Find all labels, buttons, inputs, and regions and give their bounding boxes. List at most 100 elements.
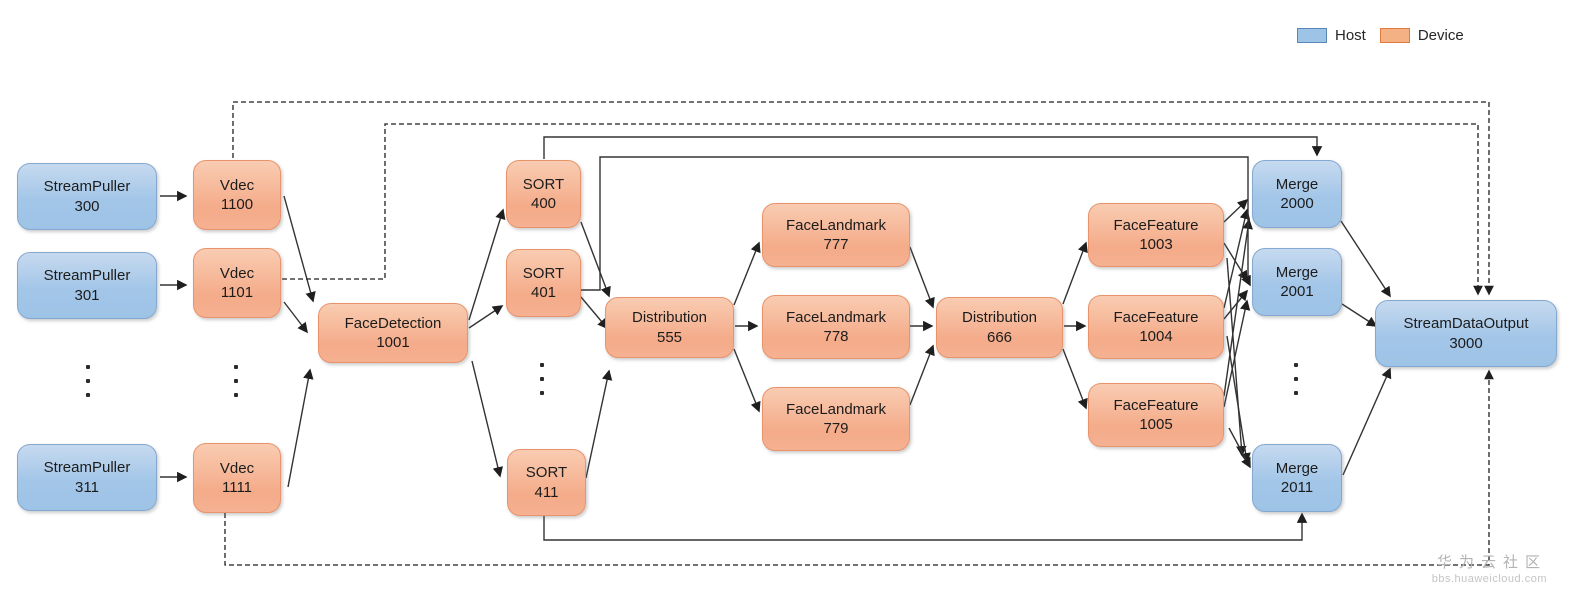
node-facelandmark-778: FaceLandmark 778 (762, 295, 910, 359)
node-label: Distribution (961, 309, 1038, 326)
edge-fd-sort400 (468, 208, 506, 321)
edge-fd-sort401 (468, 305, 504, 329)
node-merge-2000: Merge 2000 (1252, 160, 1342, 228)
node-facelandmark-777: FaceLandmark 777 (762, 203, 910, 267)
legend: Host Device (1297, 27, 1464, 44)
node-label: StreamPuller (43, 178, 131, 195)
node-distribution-555: Distribution 555 (605, 297, 734, 358)
node-id: 411 (534, 483, 559, 501)
node-id: 2011 (1280, 479, 1314, 496)
node-id: 1001 (376, 334, 410, 351)
edge-ff1003-merge2000 (1223, 198, 1249, 223)
node-label: Merge (1275, 459, 1319, 477)
node-label: FaceLandmark (785, 308, 887, 326)
edge-fd-sort411 (471, 360, 503, 478)
node-sort-400: SORT 400 (506, 160, 581, 228)
vertical-ellipsis-icon (86, 365, 90, 397)
node-label: SORT (522, 175, 565, 193)
node-sort-411: SORT 411 (507, 449, 586, 516)
node-label: Vdec (219, 264, 255, 282)
node-merge-2001: Merge 2001 (1252, 248, 1342, 316)
edge-vdec1101-sdo-dashed (282, 123, 1483, 296)
legend-host-label: Host (1335, 27, 1366, 44)
node-id: 1005 (1139, 416, 1173, 433)
edge-sort400-merge2000-loop (543, 136, 1323, 159)
edge-merge2011-sdo (1342, 367, 1392, 476)
node-sort-401: SORT 401 (506, 249, 581, 317)
legend-device: Device (1379, 27, 1464, 44)
node-label: FaceFeature (1113, 308, 1199, 326)
node-id: 3000 (1449, 334, 1483, 352)
node-id: 2000 (1280, 195, 1314, 212)
node-id: 2001 (1280, 283, 1314, 300)
node-facelandmark-779: FaceLandmark 779 (762, 387, 910, 451)
node-vdec-1101: Vdec 1101 (193, 248, 281, 318)
edge-merge2000-sdo (1340, 220, 1391, 298)
node-label: Merge (1275, 175, 1319, 193)
node-vdec-1100: Vdec 1100 (193, 160, 281, 230)
node-id: 311 (75, 478, 99, 496)
node-facefeature-1005: FaceFeature 1005 (1088, 383, 1224, 447)
edge-ff1004-merge2011 (1226, 335, 1251, 464)
node-label: FaceFeature (1113, 396, 1199, 414)
node-streampuller-300: StreamPuller 300 (17, 163, 157, 230)
edge-vdec1100-fd (283, 195, 316, 303)
edge-sort411-merge2011-loop (543, 512, 1308, 541)
edge-sort401-merge2001-loop (580, 156, 1251, 291)
edge-ff1005-merge2011 (1228, 427, 1251, 469)
watermark: 华为云社区 bbs.huaweicloud.com (1432, 551, 1547, 585)
node-label: StreamPuller (43, 267, 131, 284)
node-id: 779 (823, 420, 849, 437)
node-label: Merge (1275, 263, 1319, 281)
node-id: 777 (823, 236, 849, 253)
node-label: FaceFeature (1113, 216, 1199, 234)
edge-fl779-dist666 (909, 344, 935, 406)
node-id: 300 (74, 197, 100, 215)
node-label: SORT (525, 464, 568, 481)
node-facedetection-1001: FaceDetection 1001 (318, 303, 468, 363)
node-id: 1100 (220, 196, 254, 213)
node-id: 1003 (1139, 236, 1173, 253)
watermark-url: bbs.huaweicloud.com (1431, 573, 1547, 585)
edge-fl777-dist666 (909, 246, 935, 309)
node-label: SORT (522, 264, 565, 282)
node-facefeature-1004: FaceFeature 1004 (1088, 295, 1224, 359)
node-id: 400 (530, 195, 557, 212)
node-id: 1111 (221, 479, 253, 496)
edge-vdec1100-sdo-dashed (232, 101, 1494, 296)
node-id: 666 (986, 328, 1013, 346)
vertical-ellipsis-icon (540, 363, 544, 395)
edge-ff1004-merge2001 (1223, 289, 1248, 320)
node-vdec-1111: Vdec 1111 (193, 443, 281, 513)
node-label: Vdec (219, 459, 255, 477)
node-label: FaceDetection (344, 314, 442, 332)
node-id: 778 (823, 328, 849, 345)
watermark-community: 华为云社区 (1436, 554, 1547, 571)
node-streampuller-311: StreamPuller 311 (17, 444, 157, 511)
node-label: Vdec (219, 176, 255, 194)
vertical-ellipsis-icon (234, 365, 238, 397)
host-color-swatch (1297, 28, 1327, 43)
node-facefeature-1003: FaceFeature 1003 (1088, 203, 1224, 267)
node-streampuller-301: StreamPuller 301 (17, 252, 157, 319)
node-id: 1004 (1139, 328, 1173, 345)
edge-vdec1101-fd (283, 301, 308, 334)
vertical-ellipsis-icon (1294, 363, 1298, 395)
edge-sort411-dist555 (585, 369, 613, 479)
edge-ff1005-merge2001 (1223, 299, 1251, 408)
node-id: 555 (656, 328, 683, 346)
edge-dist555-fl777 (733, 241, 761, 306)
node-id: 301 (74, 286, 100, 304)
edge-ff1005-merge2000 (1223, 218, 1253, 397)
node-label: Distribution (631, 309, 708, 326)
edge-vdec1111-fd (287, 368, 314, 488)
edge-merge2001-sdo (1341, 303, 1378, 327)
node-label: FaceLandmark (785, 216, 887, 234)
node-streamdataoutput-3000: StreamDataOutput 3000 (1375, 300, 1557, 367)
device-color-swatch (1379, 28, 1410, 43)
edge-vdec1111-sdo-dashed (224, 369, 1494, 566)
node-merge-2011: Merge 2011 (1252, 444, 1342, 512)
legend-device-label: Device (1417, 27, 1464, 44)
